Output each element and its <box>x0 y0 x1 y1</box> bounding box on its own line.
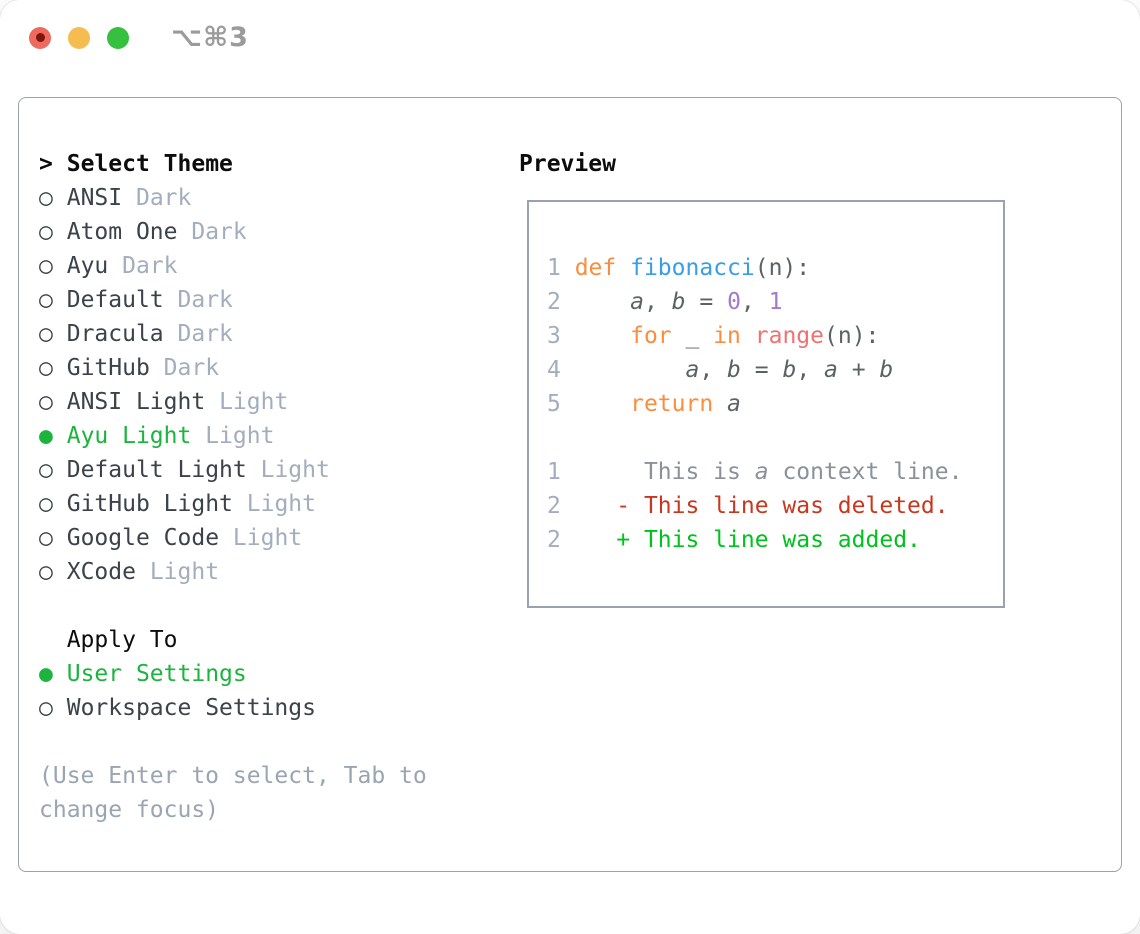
preview-blank-line <box>547 557 1003 591</box>
theme-variant-label: Light <box>149 559 220 585</box>
preview-title: Preview <box>519 151 616 177</box>
traffic-light-close-icon[interactable] <box>29 26 51 49</box>
theme-option-ayu-light[interactable]: ● Ayu Light Light <box>39 419 519 453</box>
radio-unselected-icon: ○ <box>39 355 53 381</box>
radio-unselected-icon: ○ <box>39 491 53 517</box>
spacer <box>39 725 519 759</box>
theme-variant-label: Light <box>260 457 330 483</box>
radio-unselected-icon: ○ <box>39 525 53 551</box>
theme-option-default[interactable]: ○ Default Dark <box>39 283 519 317</box>
preview-line: 2 a, b = 0, 1 <box>547 289 783 315</box>
traffic-light-minimize-icon[interactable] <box>68 26 90 49</box>
traffic-light-zoom-icon[interactable] <box>107 26 129 49</box>
theme-variant-label: Dark <box>191 219 247 245</box>
preview-box: 1 def fibonacci(n): 2 a, b = 0, 1 3 for _ … <box>527 200 1005 608</box>
radio-unselected-icon: ○ <box>39 559 53 585</box>
preview-blank-line <box>547 217 1003 251</box>
theme-variant-label: Dark <box>177 287 233 313</box>
theme-name: XCode <box>66 559 136 585</box>
theme-option-dracula[interactable]: ○ Dracula Dark <box>39 317 519 351</box>
theme-name: Ayu <box>66 253 109 279</box>
theme-list: > Select Theme○ ANSI Dark○ Atom One Dark… <box>39 147 519 871</box>
radio-unselected-icon: ○ <box>39 185 53 211</box>
theme-option-github-light[interactable]: ○ GitHub Light Light <box>39 487 519 521</box>
apply-option-label: User Settings <box>66 661 247 687</box>
radio-unselected-icon: ○ <box>39 389 53 415</box>
apply-to-title: Apply To <box>66 627 178 653</box>
theme-variant-label: Dark <box>122 253 178 279</box>
radio-unselected-icon: ○ <box>39 253 53 279</box>
theme-variant-label: Light <box>246 491 316 517</box>
theme-name: GitHub Light <box>66 491 233 517</box>
theme-option-google-code[interactable]: ○ Google Code Light <box>39 521 519 555</box>
theme-variant-label: Light <box>205 423 275 449</box>
theme-name: GitHub <box>66 355 150 381</box>
theme-variant-label: Dark <box>163 355 220 381</box>
preview-line: 1 This is a context line. <box>547 459 963 485</box>
radio-unselected-icon: ○ <box>39 287 53 313</box>
theme-name: ANSI Light <box>66 389 206 415</box>
theme-name: Google Code <box>66 525 220 551</box>
theme-variant-label: Light <box>219 389 289 415</box>
theme-variant-label: Light <box>232 525 303 551</box>
radio-selected-icon: ● <box>39 661 53 687</box>
preview-line: 1 def fibonacci(n): <box>547 255 811 281</box>
preview-line: 2 - This line was deleted. <box>547 493 949 519</box>
theme-option-ansi-light[interactable]: ○ ANSI Light Light <box>39 385 519 419</box>
theme-name: Dracula <box>66 321 164 347</box>
preview-line: 5 return a <box>547 391 741 417</box>
close-modified-dot-icon <box>35 33 45 42</box>
prompt-icon: > <box>39 151 53 177</box>
theme-option-github[interactable]: ○ GitHub Dark <box>39 351 519 385</box>
theme-variant-label: Dark <box>177 321 233 347</box>
preview-line: 3 for _ in range(n): <box>547 323 880 349</box>
select-theme-title: Select Theme <box>66 151 233 177</box>
theme-variant-label: Dark <box>135 185 192 211</box>
radio-unselected-icon: ○ <box>39 219 53 245</box>
spacer <box>39 589 519 623</box>
apply-option-workspace-settings[interactable]: ○ Workspace Settings <box>39 691 519 725</box>
theme-name: Default Light <box>66 457 247 483</box>
apply-option-user-settings[interactable]: ● User Settings <box>39 657 519 691</box>
select-theme-header: > Select Theme <box>39 147 519 181</box>
preview-line: 4 a, b = b, a + b <box>547 357 894 383</box>
theme-option-atom-one[interactable]: ○ Atom One Dark <box>39 215 519 249</box>
theme-option-xcode[interactable]: ○ XCode Light <box>39 555 519 589</box>
theme-name: Atom One <box>66 219 178 245</box>
theme-name: Ayu Light <box>66 423 192 449</box>
preview-pane: Preview 1 def fibonacci(n): 2 a, b = 0, 1… <box>519 147 1121 871</box>
radio-unselected-icon: ○ <box>39 457 53 483</box>
theme-selector-panel: > Select Theme○ ANSI Dark○ Atom One Dark… <box>18 97 1122 872</box>
window-shortcut-label: ⌥⌘3 <box>171 22 249 53</box>
apply-option-label: Workspace Settings <box>66 695 316 721</box>
theme-name: ANSI <box>66 185 123 211</box>
apply-to-header: Apply To <box>39 623 519 657</box>
help-text: (Use Enter to select, Tab to <box>39 763 427 789</box>
radio-unselected-icon: ○ <box>39 695 53 721</box>
radio-unselected-icon: ○ <box>39 321 53 347</box>
theme-option-ansi[interactable]: ○ ANSI Dark <box>39 181 519 215</box>
theme-name: Default <box>66 287 164 313</box>
theme-option-default-light[interactable]: ○ Default Light Light <box>39 453 519 487</box>
radio-selected-icon: ● <box>39 423 53 449</box>
preview-line: 2 + This line was added. <box>547 527 921 553</box>
preview-blank-line <box>547 421 1003 455</box>
help-text: change focus) <box>39 797 220 823</box>
titlebar: ⌥⌘3 <box>0 0 1140 75</box>
theme-option-ayu[interactable]: ○ Ayu Dark <box>39 249 519 283</box>
